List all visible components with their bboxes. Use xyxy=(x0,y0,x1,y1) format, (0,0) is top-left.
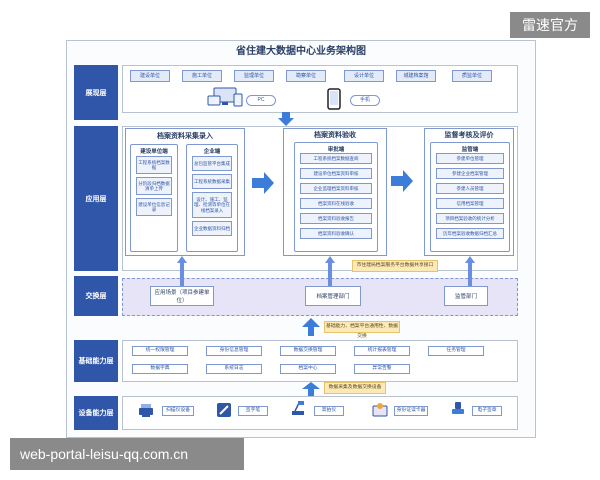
supervise-item: 信用档案管理 xyxy=(436,198,504,209)
up-arrow-icon xyxy=(302,318,320,336)
up-arrow-icon xyxy=(325,256,335,286)
device-item: 身份证读卡器 xyxy=(394,406,428,416)
collect-item: 总包监管平台集成 xyxy=(192,156,232,171)
foundation-item: 档案中心 xyxy=(280,364,336,374)
up-arrow-icon xyxy=(465,256,475,286)
watermark-bottom: web-portal-leisu-qq.com.cn xyxy=(10,438,244,470)
down-arrow-icon xyxy=(278,112,294,126)
portal-unit: 城建档案馆 xyxy=(396,70,436,82)
supervise-item: 历年档案验收数据归档汇总 xyxy=(436,228,504,239)
builder-column-head: 建设单位端 xyxy=(140,149,168,155)
portal-unit: 勘察单位 xyxy=(286,70,326,82)
diagram-title: 省住建大数据中心业务架构图 xyxy=(236,46,366,57)
check-item: 档案资料验收确认 xyxy=(300,228,372,239)
foundation-item: 身份信息管理 xyxy=(206,346,262,356)
foundation-item: 系统日志 xyxy=(206,364,262,374)
approval-column: 审批端 工程系统档案数据查阅 建设单位档案资料审核 企业监理档案资料审核 档案资… xyxy=(294,142,378,252)
device-item: 高拍仪 xyxy=(314,406,344,416)
regulator-column: 监管端 参建单位管理 参建企业档案管理 参建人员管理 信用档案管理 项目档案验收… xyxy=(430,142,510,252)
collect-item: 企业数据资料归档 xyxy=(192,221,232,236)
id-card-reader-icon xyxy=(372,403,388,417)
watermark-top: 雷速官方 xyxy=(510,12,590,38)
portal-unit: 监理单位 xyxy=(234,70,274,82)
collect-item: 设计、施工、监理、检测等单位在线档案录入 xyxy=(192,192,232,218)
foundation-item: 统一权限管理 xyxy=(132,346,188,356)
portal-unit: 施工单位 xyxy=(182,70,222,82)
foundation-item: 数据字典 xyxy=(132,364,188,374)
foundation-note: 基础能力、档案平台通用性、数据交换 xyxy=(324,321,400,339)
e-seal-icon xyxy=(452,402,464,414)
regulator-column-head: 监管端 xyxy=(461,147,479,153)
up-arrow-icon xyxy=(302,382,320,396)
collect-panel-title: 档案资料采集录入 xyxy=(157,133,213,140)
collect-item: 工程系统档案数据 xyxy=(136,156,172,174)
desktop-laptop-icon xyxy=(207,87,243,107)
portal-unit: 质监单位 xyxy=(452,70,492,82)
check-item: 企业监理档案资料审核 xyxy=(300,183,372,194)
supervise-item: 项目档案验收的统计分析 xyxy=(436,213,504,224)
builder-column: 建设单位端 工程系统档案数据 分阶段归档数据清单上传 建设单位信息记录 xyxy=(130,144,178,252)
supervise-item: 参建单位管理 xyxy=(436,153,504,164)
layer-label-devices: 设备能力层 xyxy=(74,396,118,430)
scanner-icon xyxy=(139,404,153,417)
exchange-item: 监管部门 xyxy=(444,286,488,306)
supervise-item: 参建企业档案管理 xyxy=(436,168,504,179)
foundation-item: 数据交换管理 xyxy=(280,346,336,356)
device-item: 电子签章 xyxy=(472,406,502,416)
layer-label-exchange: 交换层 xyxy=(74,276,118,316)
devices-note: 数据采集及数据交换设备 xyxy=(324,382,386,394)
collect-item: 建设单位信息记录 xyxy=(136,198,172,216)
approval-column-head: 审批端 xyxy=(327,147,345,153)
check-item: 档案资料验收报告 xyxy=(300,213,372,224)
layer-label-application: 应用层 xyxy=(74,126,118,271)
enterprise-column: 企业端 总包监管平台集成 工程系统数据采集 设计、施工、监理、检测等单位在线档案… xyxy=(186,144,238,252)
document-camera-icon xyxy=(292,401,304,415)
supervise-panel-title: 监督考核及评价 xyxy=(444,132,494,139)
right-arrow-icon xyxy=(391,170,413,192)
supervise-item: 参建人员管理 xyxy=(436,183,504,194)
portal-unit: 设计单位 xyxy=(344,70,384,82)
portal-unit: 建设单位 xyxy=(130,70,170,82)
collect-item: 工程系统数据采集 xyxy=(192,174,232,189)
foundation-item: 任务管理 xyxy=(428,346,484,356)
exchange-item: 档案管理部门 xyxy=(305,286,361,306)
exchange-item: 应用场景（项目参建单位） xyxy=(150,286,214,306)
collect-item: 分阶段归档数据清单上传 xyxy=(136,177,172,195)
mobile-phone-icon xyxy=(327,88,341,110)
layer-label-portal: 展现层 xyxy=(74,65,118,120)
pen-icon xyxy=(217,403,231,417)
up-arrow-icon xyxy=(177,256,187,286)
foundation-item: 异常告警 xyxy=(354,364,410,374)
exchange-note: 市住建局档案服务平台数据共享接口 xyxy=(352,260,438,272)
check-panel-title: 档案资料验收 xyxy=(314,132,356,139)
device-item: 扫描仪设备 xyxy=(162,406,194,416)
device-item: 签字笔 xyxy=(238,406,268,416)
mobile-label: 手机 xyxy=(350,95,380,106)
foundation-item: 统计报表管理 xyxy=(354,346,410,356)
pc-label: PC xyxy=(246,95,276,106)
check-item: 建设单位档案资料审核 xyxy=(300,168,372,179)
right-arrow-icon xyxy=(252,172,274,194)
enterprise-column-head: 企业端 xyxy=(203,149,221,155)
layer-label-foundation: 基础能力层 xyxy=(74,340,118,382)
check-item: 工程系统档案数据查阅 xyxy=(300,153,372,164)
check-item: 档案资料在线验收 xyxy=(300,198,372,209)
